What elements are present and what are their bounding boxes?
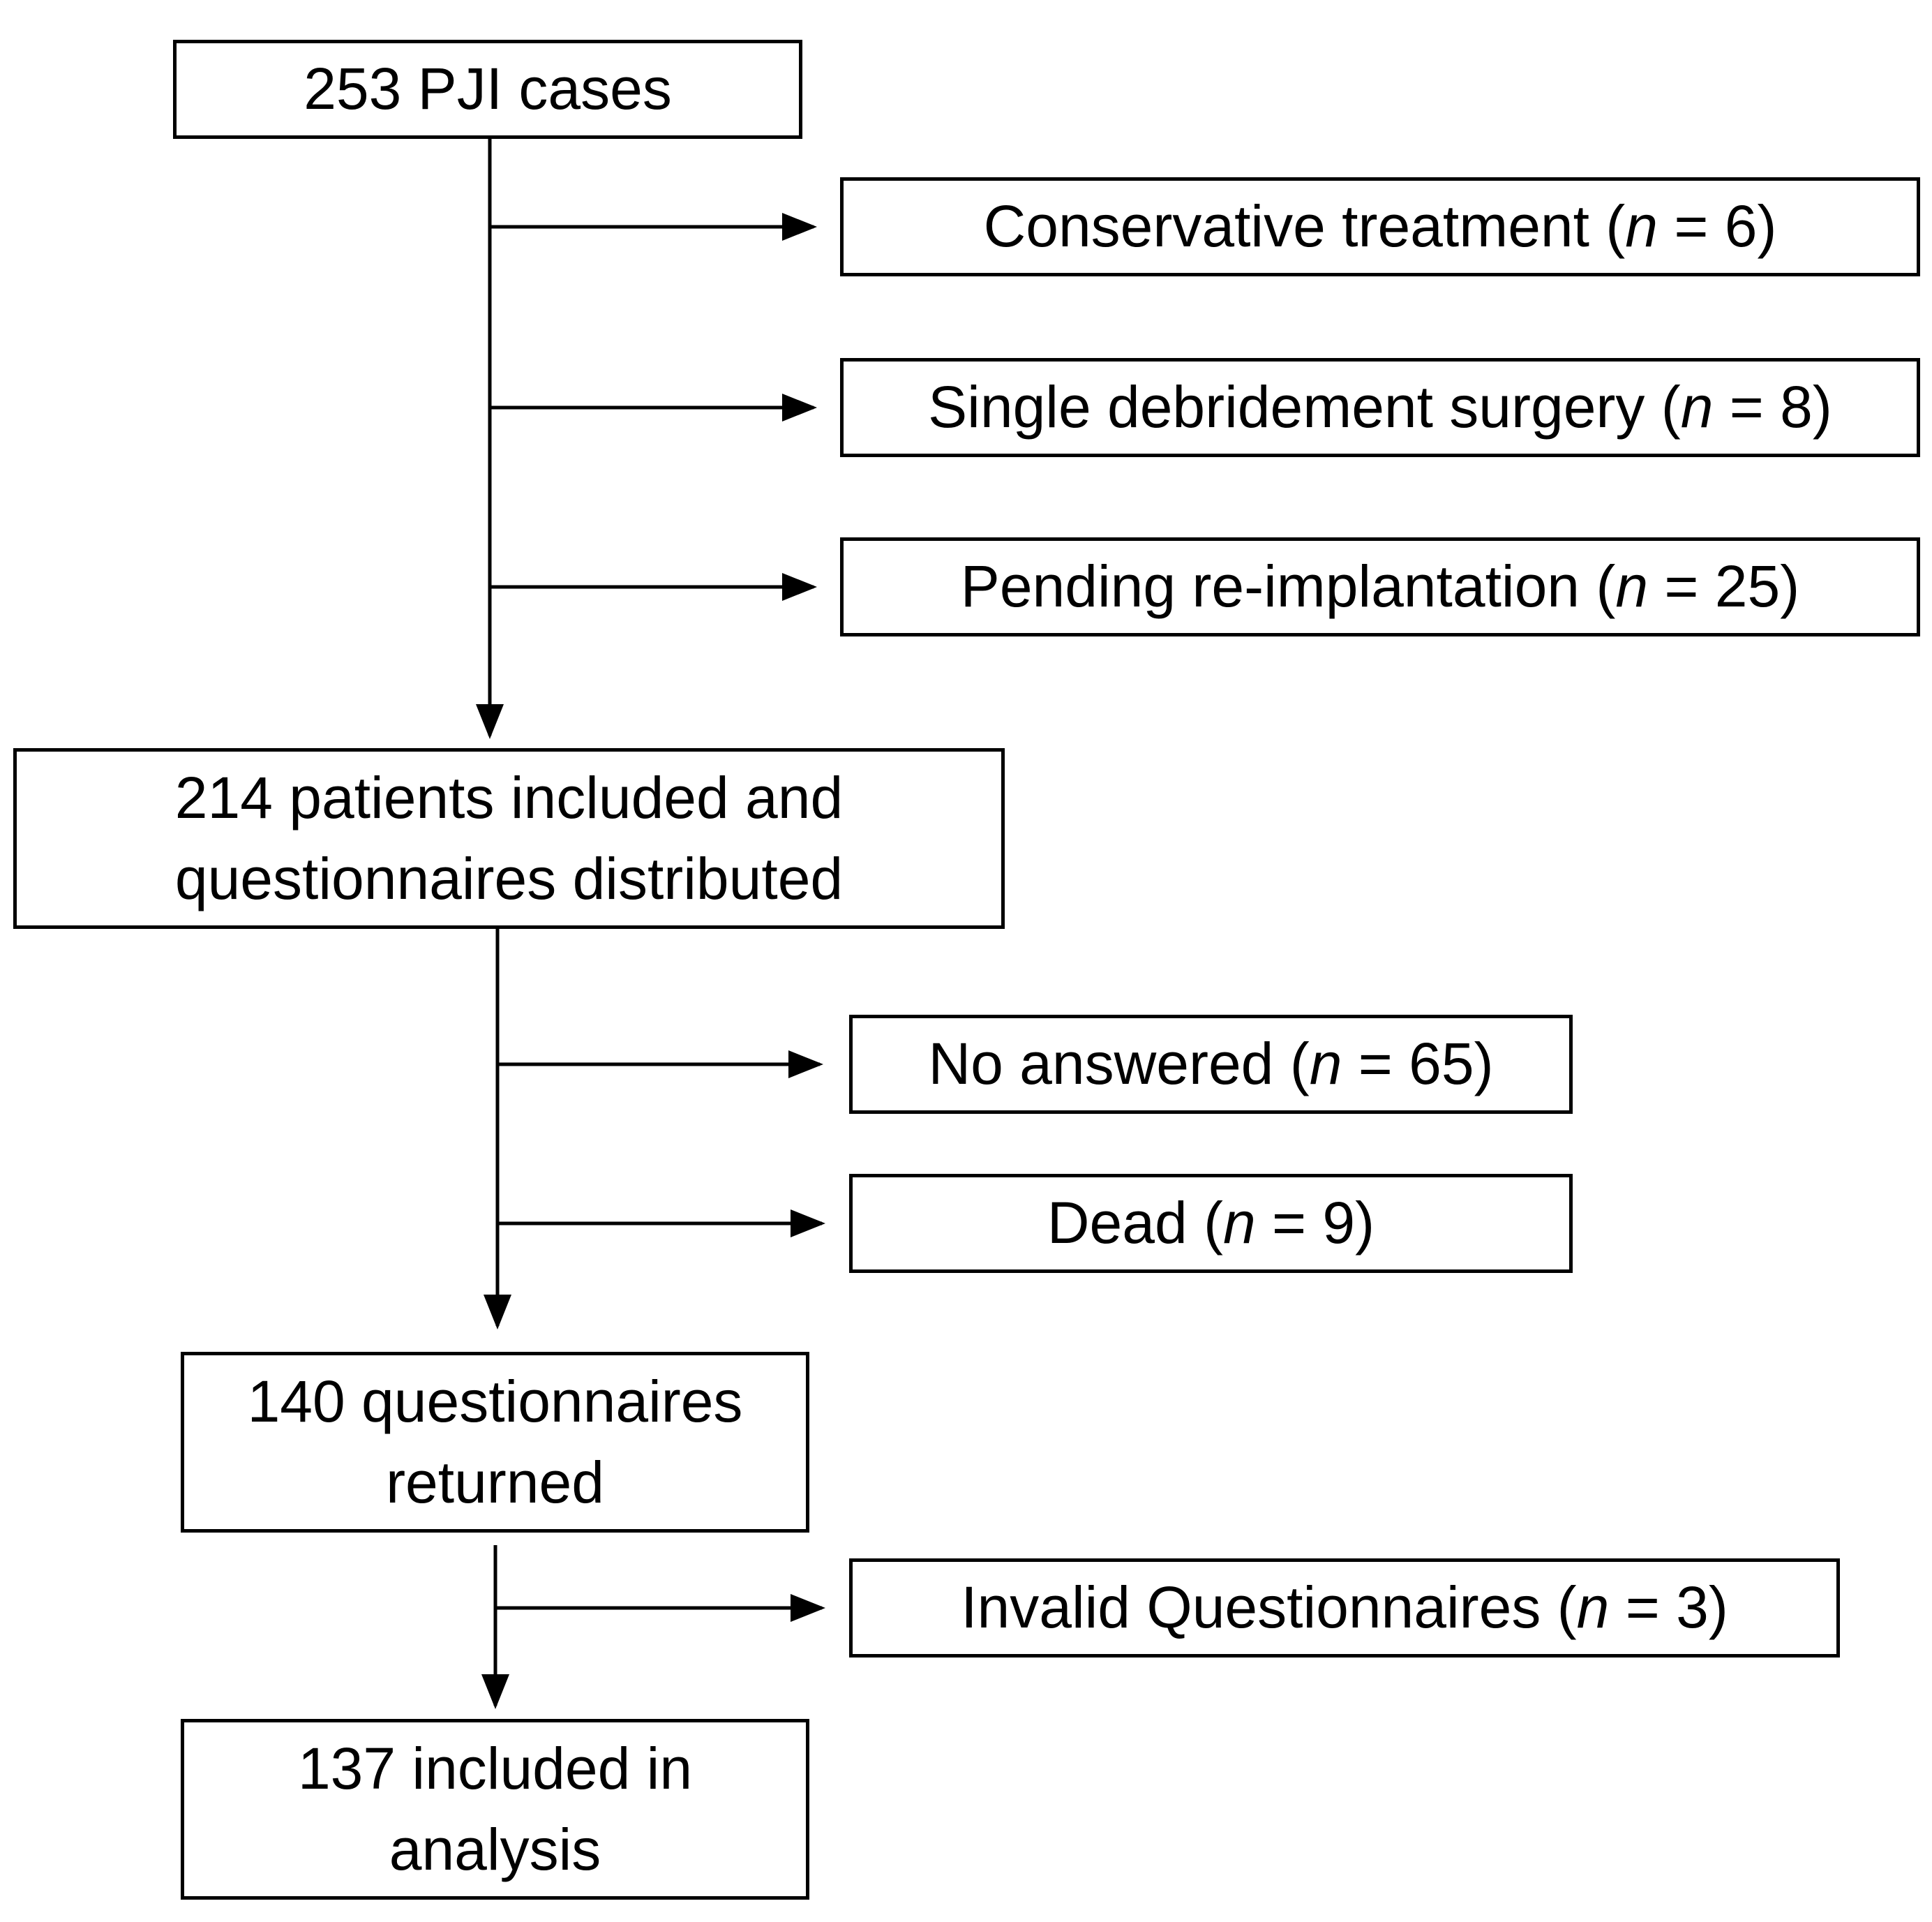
box-text-line-1: 214 patients included and — [174, 764, 844, 830]
box-text: Pending re-implantation (n = 25) — [960, 553, 1800, 620]
box-conservative-treatment: Conservative treatment (n = 6) — [840, 177, 1920, 276]
box-pending-reimplantation: Pending re-implantation (n = 25) — [840, 537, 1920, 636]
box-single-debridement: Single debridement surgery (n = 8) — [840, 358, 1920, 457]
box-text: Invalid Questionnaires (n = 3) — [961, 1574, 1728, 1641]
box-pji-cases: 253 PJI cases — [173, 40, 802, 139]
box-text: Dead (n = 9) — [1047, 1190, 1375, 1256]
box-questionnaires-returned: 140 questionnaires returned — [181, 1352, 809, 1533]
box-invalid-questionnaires: Invalid Questionnaires (n = 3) — [849, 1558, 1840, 1657]
box-text: 253 PJI cases — [304, 56, 672, 122]
box-patients-included: 214 patients included and questionnaires… — [13, 748, 1005, 929]
box-dead: Dead (n = 9) — [849, 1174, 1573, 1273]
box-text-line-1: 140 questionnaires — [247, 1368, 743, 1434]
box-text: No answered (n = 65) — [928, 1031, 1494, 1097]
box-text-line-2: analysis — [389, 1816, 601, 1882]
box-text: Single debridement surgery (n = 8) — [928, 374, 1832, 440]
box-text-line-1: 137 included in — [297, 1735, 693, 1801]
box-text: Conservative treatment (n = 6) — [983, 193, 1777, 260]
box-text-line-2: returned — [386, 1449, 604, 1515]
box-included-in-analysis: 137 included in analysis — [181, 1719, 809, 1900]
box-text-line-2: questionnaires distributed — [174, 845, 844, 911]
box-no-answered: No answered (n = 65) — [849, 1015, 1573, 1114]
